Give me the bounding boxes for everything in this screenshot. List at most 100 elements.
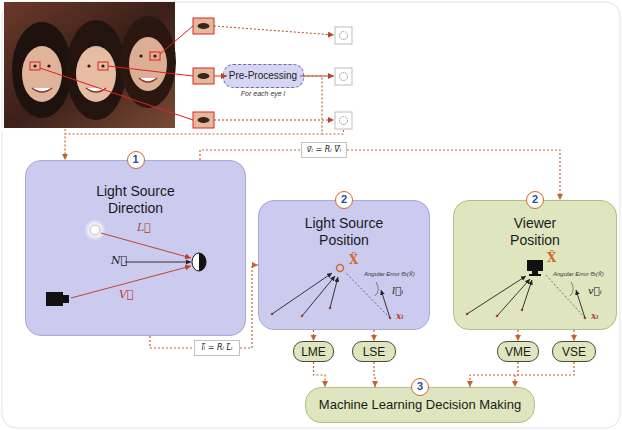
eye-box xyxy=(150,52,160,60)
sample-point xyxy=(584,317,587,320)
sample-point xyxy=(301,315,304,318)
eye-marks xyxy=(30,26,193,120)
sample-point xyxy=(271,313,274,316)
ray-arrow xyxy=(330,277,338,308)
measure-box: VSE xyxy=(552,341,596,362)
flow-connector xyxy=(515,362,574,387)
formula-text: l⃗ᵢ = Rᵢ L⃗ᵢ xyxy=(202,343,233,353)
figure-label: X̂ xyxy=(349,254,358,267)
eye-dot xyxy=(47,64,50,67)
process-label: Pre-Processing xyxy=(229,70,297,82)
eye-dot xyxy=(87,64,90,67)
figure-label: xᵢ xyxy=(396,312,404,322)
figure-label: Angular Error Θᵢ(X̂) xyxy=(553,271,604,278)
vector-arrow xyxy=(125,262,191,263)
monitor-stand xyxy=(532,271,538,274)
flow-wire xyxy=(214,120,334,121)
error-leader xyxy=(375,282,378,296)
error-leader xyxy=(570,282,573,296)
error-line xyxy=(545,274,585,318)
crop-box xyxy=(335,112,352,129)
flow-connector xyxy=(314,362,326,387)
photo xyxy=(0,2,193,131)
eye-dot xyxy=(101,64,104,67)
leader-line xyxy=(160,26,193,54)
connector-layer xyxy=(65,76,574,387)
camera-body xyxy=(46,292,63,306)
flow-connector xyxy=(573,330,574,341)
light-bulb xyxy=(90,225,100,235)
box-title: Light Source Position xyxy=(292,215,397,249)
sample-point xyxy=(389,317,392,320)
monitor-base xyxy=(529,274,541,276)
sample-point xyxy=(496,315,499,318)
camera-lens xyxy=(63,295,69,303)
smile-shape xyxy=(32,88,52,92)
eye-dot xyxy=(33,64,36,67)
sample-point xyxy=(329,307,332,310)
eye-crop xyxy=(193,112,214,128)
leader-line xyxy=(40,68,193,120)
callout-number: 2 xyxy=(335,191,353,209)
flow-connector xyxy=(374,362,375,387)
crop-box xyxy=(193,18,214,34)
caption-note: For each eye i xyxy=(241,90,285,97)
ray-arrow xyxy=(381,290,390,318)
smile-shape xyxy=(139,78,157,82)
sample-point xyxy=(466,313,469,316)
eye-crop xyxy=(193,18,214,34)
box-title: Machine Learning Decision Making xyxy=(319,397,521,413)
light-glow xyxy=(84,219,106,241)
flow-connector xyxy=(150,336,194,348)
eye-crop xyxy=(193,68,214,84)
figure-label: X̂ xyxy=(547,252,556,265)
sample-points xyxy=(271,307,392,320)
flow-wires xyxy=(65,26,344,134)
flow-connector xyxy=(470,362,518,387)
decision-box: 3Machine Learning Decision Making xyxy=(305,387,535,423)
figure-label: l⃗ᵢ xyxy=(392,285,403,296)
eye-iris xyxy=(199,253,206,271)
callout-number: 3 xyxy=(411,378,429,396)
hair-shape xyxy=(12,22,72,118)
eye-dot xyxy=(153,54,156,57)
flow-wire xyxy=(300,76,334,77)
monitor-screen xyxy=(527,260,543,271)
figure-label: N⃗ xyxy=(111,255,127,267)
stage-box: 2Light Source Position xyxy=(258,200,430,330)
flow-wire xyxy=(214,26,334,35)
eye-dots xyxy=(33,54,156,67)
sample-point xyxy=(521,309,524,312)
eye-ball xyxy=(192,253,206,271)
ray-arrow xyxy=(576,290,585,318)
box-label: LME xyxy=(301,345,326,359)
flow-connector xyxy=(200,150,301,160)
box-title: Light Source Direction xyxy=(81,183,191,217)
limbus-crops xyxy=(335,27,352,129)
photo-edge xyxy=(0,128,180,131)
figure-label: v⃗ᵢ xyxy=(588,285,602,296)
hair-shape xyxy=(66,20,126,120)
measure-box: LSE xyxy=(352,341,396,362)
face-shape xyxy=(76,46,116,102)
formula-box: l⃗ᵢ = Rᵢ L⃗ᵢ xyxy=(194,340,240,356)
formula-box: v⃗ᵢ = Rᵢ V⃗ᵢ xyxy=(301,142,347,158)
crop-box xyxy=(335,68,352,85)
figure-label: L⃗ xyxy=(137,222,151,234)
flow-connector xyxy=(373,330,374,341)
light-direction-figure xyxy=(46,219,206,306)
limbus-circle xyxy=(340,32,348,40)
figure-label: xᵢ xyxy=(591,312,599,322)
ray-arrows xyxy=(272,273,390,318)
stage-box: 2Viewer Position xyxy=(453,200,617,330)
flow-wire xyxy=(214,76,227,77)
error-line xyxy=(345,272,390,318)
crop-box xyxy=(193,68,214,84)
flow-connector xyxy=(347,150,560,200)
callout-number: 2 xyxy=(526,191,544,209)
flow-connector xyxy=(313,330,314,341)
crop-box xyxy=(193,112,214,128)
